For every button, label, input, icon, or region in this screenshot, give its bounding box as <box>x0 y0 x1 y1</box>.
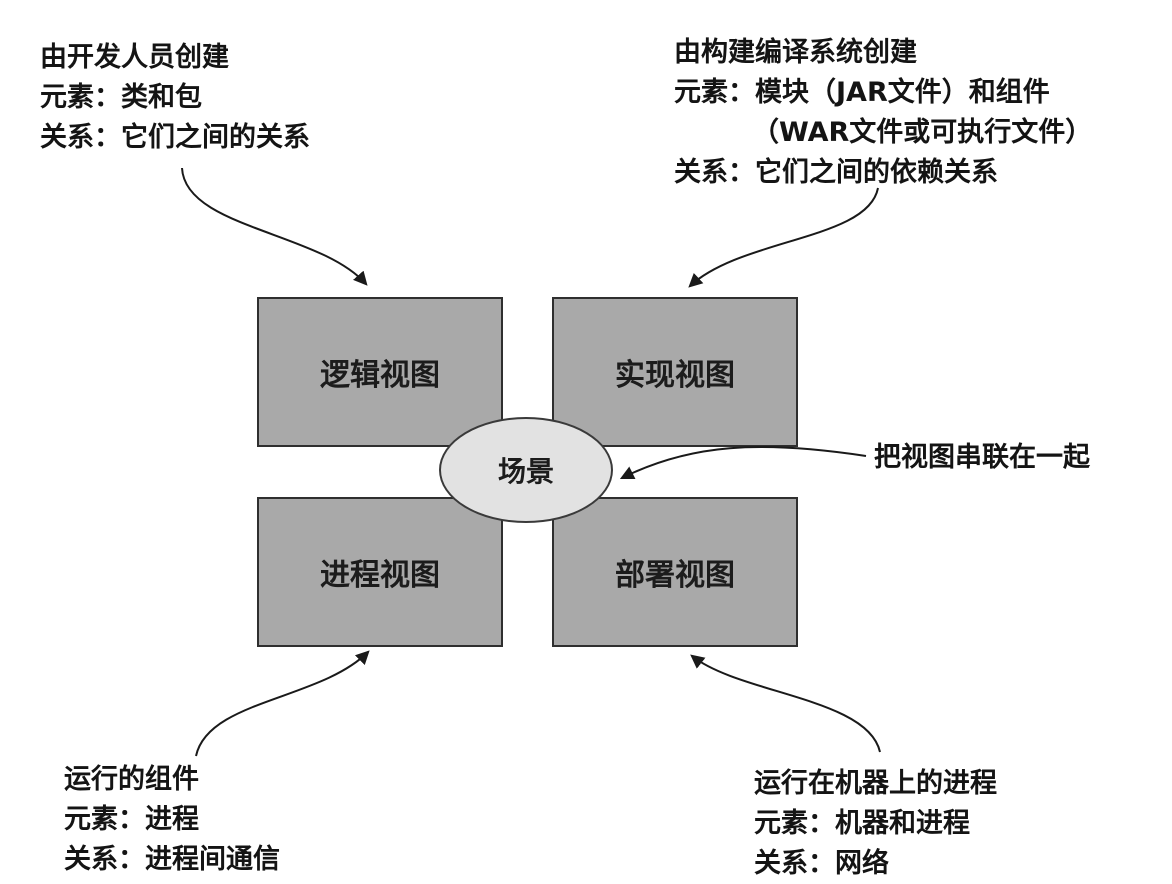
logical-view-caption: 由开发人员创建 元素：类和包 关系：它们之间的关系 <box>40 38 310 158</box>
arrow-to-deployment-view <box>690 654 881 753</box>
deployment-view-box: 部署视图 <box>552 497 798 647</box>
logical-caption-line-3: 关系：它们之间的关系 <box>40 122 310 153</box>
logical-caption-line-2: 元素：类和包 <box>40 82 202 113</box>
process-caption-line-3: 关系：进程间通信 <box>64 844 280 875</box>
deployment-caption-line-3: 关系：网络 <box>754 848 889 879</box>
implementation-view-caption: 由构建编译系统创建 元素：模块（JAR文件）和组件 （WAR文件或可执行文件） … <box>674 33 1092 193</box>
implementation-caption-line-1: 由构建编译系统创建 <box>674 37 917 68</box>
arrow-to-process-view <box>195 650 370 757</box>
process-view-caption: 运行的组件 元素：进程 关系：进程间通信 <box>64 760 280 880</box>
scenario-caption-line: 把视图串联在一起 <box>874 442 1090 473</box>
arrow-to-logical-view <box>181 167 368 286</box>
deployment-view-label: 部署视图 <box>615 558 735 593</box>
process-view-box: 进程视图 <box>257 497 503 647</box>
process-view-label: 进程视图 <box>320 558 440 593</box>
implementation-caption-line-3: （WAR文件或可执行文件） <box>752 117 1093 148</box>
process-caption-line-2: 元素：进程 <box>64 804 199 835</box>
implementation-view-label: 实现视图 <box>615 358 735 393</box>
arrow-to-scenario <box>619 445 867 480</box>
implementation-view-box: 实现视图 <box>552 297 798 447</box>
arrow-to-implementation-view <box>688 187 879 288</box>
logical-view-box: 逻辑视图 <box>257 297 503 447</box>
deployment-caption-line-1: 运行在机器上的进程 <box>754 768 997 799</box>
implementation-caption-line-4: 关系：它们之间的依赖关系 <box>674 157 998 188</box>
deployment-caption-line-2: 元素：机器和进程 <box>754 808 970 839</box>
scenario-label: 场景 <box>497 455 554 488</box>
deployment-view-caption: 运行在机器上的进程 元素：机器和进程 关系：网络 <box>754 764 997 884</box>
implementation-caption-line-2: 元素：模块（JAR文件）和组件 <box>674 77 1050 108</box>
logical-view-label: 逻辑视图 <box>320 358 440 393</box>
logical-caption-line-1: 由开发人员创建 <box>40 42 229 73</box>
process-caption-line-1: 运行的组件 <box>64 764 199 795</box>
scenario-ellipse: 场景 <box>439 417 613 523</box>
scenario-caption: 把视图串联在一起 <box>874 438 1090 478</box>
